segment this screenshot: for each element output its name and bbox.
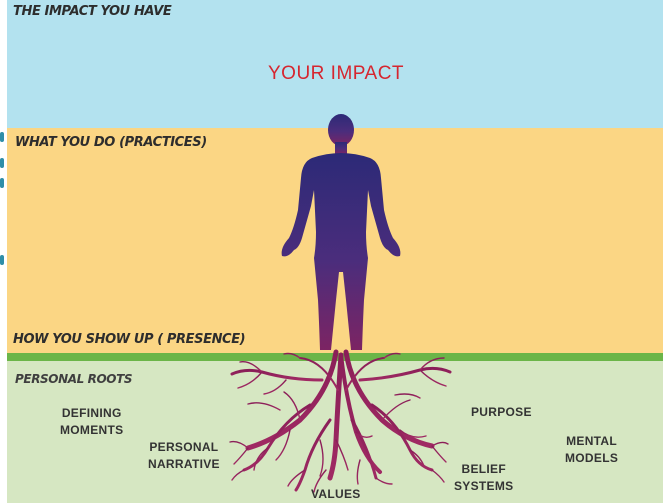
personal-narrative-line-2: NARRATIVE: [148, 457, 220, 471]
mental-models-line-2: MODELS: [565, 451, 619, 465]
edge-mark: [0, 178, 4, 188]
edge-mark: [0, 158, 4, 168]
presence-section-label: HOW YOU SHOW UP ( PRESENCE): [13, 332, 246, 347]
belief-systems-line-2: SYSTEMS: [454, 479, 514, 493]
edge-mark: [0, 132, 4, 142]
defining-moments-label: DEFINING MOMENTS: [60, 405, 123, 439]
values-text: VALUES: [311, 487, 361, 501]
belief-systems-label: BELIEF SYSTEMS: [454, 461, 513, 495]
values-label: VALUES: [311, 486, 361, 503]
edge-mark: [0, 255, 4, 265]
impact-section-label: THE IMPACT YOU HAVE: [13, 4, 172, 19]
tree-roots-icon: [229, 349, 452, 493]
left-margin-strip: [0, 0, 7, 503]
headline: YOUR IMPACT: [268, 63, 405, 84]
mental-models-label: MENTAL MODELS: [565, 433, 618, 467]
belief-systems-line-1: BELIEF: [461, 462, 506, 476]
mental-models-line-1: MENTAL: [566, 434, 618, 448]
purpose-label: PURPOSE: [471, 404, 532, 421]
personal-narrative-line-1: PERSONAL: [149, 440, 219, 454]
personal-narrative-label: PERSONAL NARRATIVE: [148, 439, 220, 473]
person-silhouette-icon: [281, 114, 401, 350]
defining-moments-line-1: DEFINING: [61, 406, 122, 420]
defining-moments-line-2: MOMENTS: [60, 423, 124, 437]
impact-band: [7, 0, 663, 128]
purpose-text: PURPOSE: [471, 405, 532, 419]
roots-section-label: PERSONAL ROOTS: [15, 372, 133, 386]
practices-section-label: WHAT YOU DO (PRACTICES): [15, 135, 207, 150]
